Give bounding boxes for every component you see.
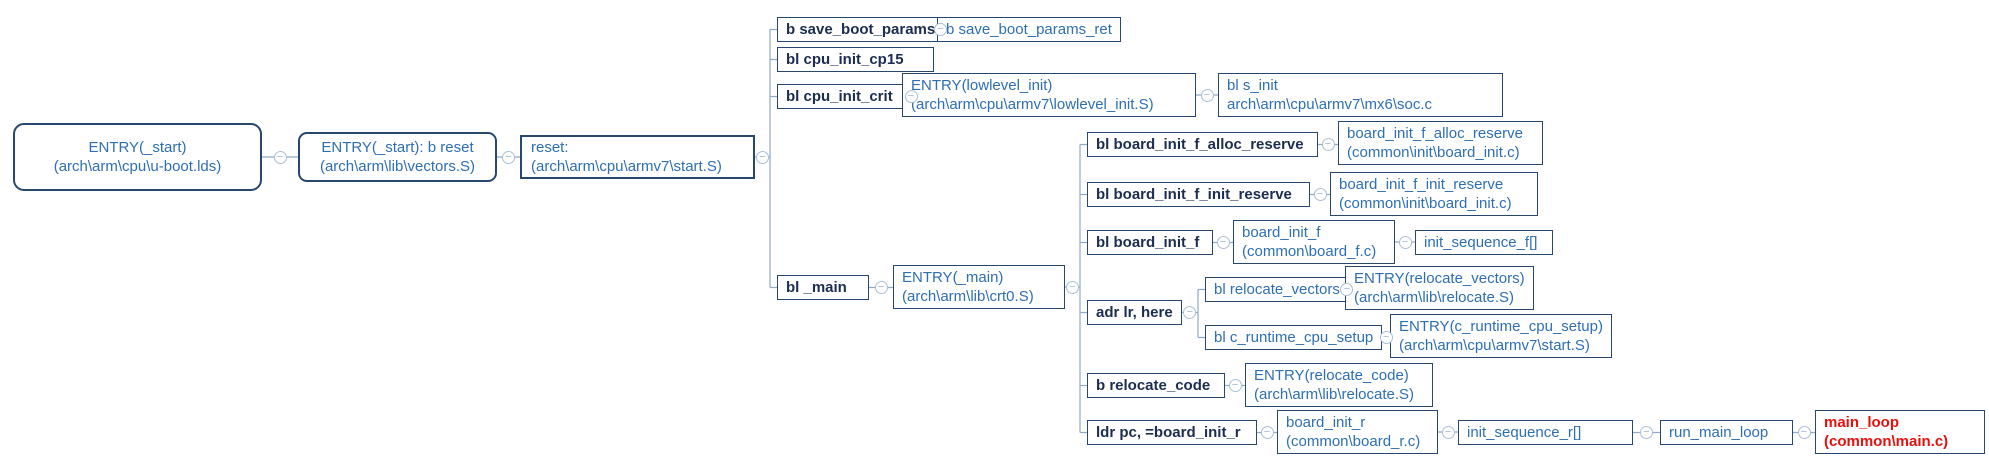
collapse-toggle-icon[interactable]: − — [1313, 188, 1327, 201]
node-subtext: (common\init\board_init.c) — [1347, 144, 1520, 161]
node-text: b save_boot_params_ret — [946, 21, 1112, 38]
node-cpu-init-crit[interactable]: bl cpu_init_crit — [777, 84, 920, 109]
node-text: board_init_f_alloc_reserve — [1347, 125, 1523, 142]
collapse-toggle-icon[interactable]: − — [1066, 280, 1079, 294]
node-text: bl cpu_init_cp15 — [786, 51, 904, 68]
collapse-toggle-icon[interactable]: − — [1441, 425, 1455, 439]
node-run-main-loop[interactable]: run_main_loop — [1660, 420, 1793, 445]
node-vector-reset[interactable]: ENTRY(_start): b reset (arch\arm\lib\vec… — [298, 132, 497, 182]
node-board-init-r-def[interactable]: board_init_r (common\board_r.c) — [1277, 410, 1438, 454]
node-relocate-vectors-def[interactable]: ENTRY(relocate_vectors) (arch\arm\lib\re… — [1345, 266, 1534, 310]
node-relocate-code-call[interactable]: b relocate_code — [1087, 373, 1225, 398]
node-subtext: (arch\arm\cpu\armv7\start.S) — [531, 158, 722, 175]
node-board-init-f-init-reserve-call[interactable]: bl board_init_f_init_reserve — [1087, 182, 1310, 207]
node-text: bl s_init — [1227, 77, 1278, 94]
node-board-init-f-init-reserve-def[interactable]: board_init_f_init_reserve (common\init\b… — [1330, 172, 1538, 216]
node-text: main_loop — [1824, 414, 1900, 431]
node-relocate-code-def[interactable]: ENTRY(relocate_code) (arch\arm\lib\reloc… — [1245, 363, 1433, 407]
node-text: bl board_init_f_alloc_reserve — [1096, 136, 1304, 153]
node-subtext: (arch\arm\lib\crt0.S) — [902, 288, 1034, 305]
node-c-runtime-cpu-setup-def[interactable]: ENTRY(c_runtime_cpu_setup) (arch\arm\cpu… — [1390, 314, 1612, 358]
node-text: board_init_f — [1242, 224, 1321, 241]
collapse-toggle-icon[interactable]: − — [1640, 426, 1653, 439]
node-text: adr lr, here — [1096, 304, 1173, 321]
node-entry-start[interactable]: ENTRY(_start) (arch\arm\cpu\u-boot.lds) — [13, 123, 262, 191]
node-entry-main[interactable]: ENTRY(_main) (arch\arm\lib\crt0.S) — [893, 265, 1065, 309]
node-bl-main[interactable]: bl _main — [777, 275, 869, 300]
node-board-init-f-def[interactable]: board_init_f (common\board_f.c) — [1233, 220, 1395, 264]
node-subtext: (arch\arm\cpu\armv7\start.S) — [1399, 337, 1590, 354]
node-s-init[interactable]: bl s_init arch\arm\cpu\armv7\mx6\soc.c — [1218, 73, 1503, 117]
node-board-init-f-alloc-reserve-def[interactable]: board_init_f_alloc_reserve (common\init\… — [1338, 121, 1543, 165]
node-text: bl _main — [786, 279, 847, 296]
node-subtext: (common\board_f.c) — [1242, 243, 1377, 260]
collapse-toggle-icon[interactable]: − — [934, 23, 948, 36]
node-save-boot-params[interactable]: b save_boot_params — [777, 17, 945, 42]
node-lowlevel-init[interactable]: ENTRY(lowlevel_init) (arch\arm\cpu\armv7… — [902, 73, 1196, 117]
node-text: run_main_loop — [1669, 424, 1769, 441]
node-text: ENTRY(_start) — [88, 139, 187, 156]
node-subtext: (arch\arm\cpu\armv7\lowlevel_init.S) — [911, 96, 1154, 113]
node-cpu-init-cp15[interactable]: bl cpu_init_cp15 — [777, 47, 934, 72]
collapse-toggle-icon[interactable]: − — [273, 150, 287, 164]
node-subtext: (common\main.c) — [1824, 433, 1949, 450]
node-reset[interactable]: reset: (arch\arm\cpu\armv7\start.S) — [520, 135, 755, 179]
node-adr-lr-here[interactable]: adr lr, here — [1087, 300, 1182, 325]
node-text: bl c_runtime_cpu_setup — [1214, 329, 1374, 346]
node-subtext: (arch\arm\lib\relocate.S) — [1354, 289, 1515, 306]
node-init-sequence-r[interactable]: init_sequence_r[] — [1458, 420, 1633, 445]
node-main-loop[interactable]: main_loop (common\main.c) — [1815, 410, 1985, 454]
node-text: ENTRY(lowlevel_init) — [911, 77, 1053, 94]
node-subtext: (arch\arm\cpu\u-boot.lds) — [53, 158, 222, 175]
node-save-boot-params-ret[interactable]: b save_boot_params_ret — [937, 17, 1121, 42]
node-subtext: (arch\arm\lib\relocate.S) — [1254, 386, 1415, 403]
node-c-runtime-cpu-setup-call[interactable]: bl c_runtime_cpu_setup — [1205, 325, 1383, 350]
node-text: board_init_f_init_reserve — [1339, 176, 1504, 193]
collapse-toggle-icon[interactable]: − — [1340, 283, 1354, 296]
node-text: b relocate_code — [1096, 377, 1211, 394]
node-board-init-f-call[interactable]: bl board_init_f — [1087, 230, 1213, 255]
node-text: bl board_init_f_init_reserve — [1096, 186, 1292, 203]
node-relocate-vectors-call[interactable]: bl relocate_vectors — [1205, 277, 1349, 302]
collapse-toggle-icon[interactable]: − — [502, 150, 515, 164]
node-text: ENTRY(_main) — [902, 269, 1004, 286]
node-text: board_init_r — [1286, 414, 1366, 431]
collapse-toggle-icon[interactable]: − — [1228, 379, 1242, 392]
collapse-toggle-icon[interactable]: − — [904, 90, 918, 103]
node-board-init-f-alloc-reserve-call[interactable]: bl board_init_f_alloc_reserve — [1087, 132, 1318, 157]
node-subtext: (common\init\board_init.c) — [1339, 195, 1512, 212]
collapse-toggle-icon[interactable]: − — [1379, 331, 1393, 344]
collapse-toggle-icon[interactable]: − — [874, 281, 888, 294]
node-init-sequence-f[interactable]: init_sequence_f[] — [1415, 230, 1553, 255]
collapse-toggle-icon[interactable]: − — [1200, 88, 1214, 102]
node-text: init_sequence_f[] — [1424, 234, 1538, 251]
collapse-toggle-icon[interactable]: − — [756, 150, 769, 164]
collapse-toggle-icon[interactable]: − — [1797, 426, 1811, 439]
node-subtext: (common\board_r.c) — [1286, 433, 1421, 450]
node-text: bl relocate_vectors — [1214, 281, 1340, 298]
node-text: bl cpu_init_crit — [786, 88, 893, 105]
node-subtext: (arch\arm\lib\vectors.S) — [319, 158, 476, 175]
collapse-toggle-icon[interactable]: − — [1216, 236, 1230, 249]
node-text: ENTRY(relocate_vectors) — [1354, 270, 1525, 287]
node-text: reset: — [531, 139, 569, 156]
node-text: ENTRY(_start): b reset — [321, 139, 474, 156]
node-ldr-pc-board-init-r[interactable]: ldr pc, =board_init_r — [1087, 420, 1257, 445]
node-text: b save_boot_params — [786, 21, 936, 38]
node-text: ENTRY(relocate_code) — [1254, 367, 1409, 384]
node-text: ENTRY(c_runtime_cpu_setup) — [1399, 318, 1603, 335]
node-subtext: arch\arm\cpu\armv7\mx6\soc.c — [1227, 96, 1433, 113]
collapse-toggle-icon[interactable]: − — [1260, 426, 1274, 439]
node-text: ldr pc, =board_init_r — [1096, 424, 1241, 441]
collapse-toggle-icon[interactable]: − — [1183, 306, 1197, 319]
node-text: bl board_init_f — [1096, 234, 1200, 251]
collapse-toggle-icon[interactable]: − — [1398, 235, 1412, 249]
collapse-toggle-icon[interactable]: − — [1321, 138, 1335, 151]
node-text: init_sequence_r[] — [1467, 424, 1582, 441]
